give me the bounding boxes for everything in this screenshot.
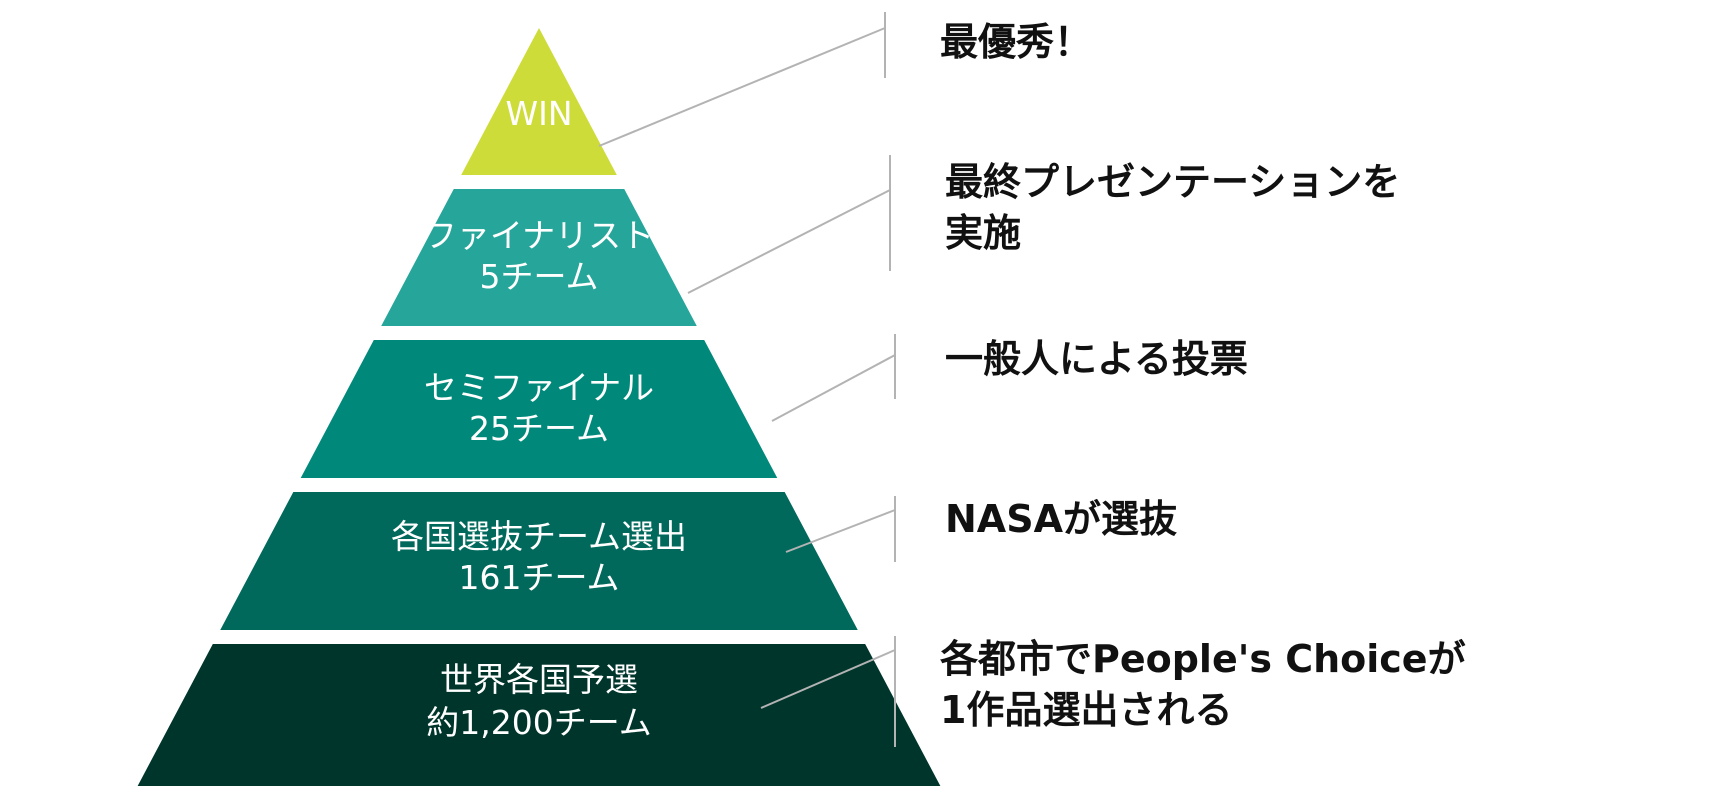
pyramid-tier-3-label-line-1: セミファイナル — [424, 368, 654, 407]
pyramid-tier-1 — [461, 28, 617, 175]
callout-5-text-line-1: 各都市でPeople's Choiceが — [940, 637, 1466, 681]
pyramid-tier-2-label-line-2: 5チーム — [479, 257, 598, 296]
callout-2-text-line-2: 実施 — [945, 211, 1021, 255]
callout-3-text-line-1: 一般人による投票 — [945, 337, 1248, 381]
pyramid-tier-1-label-line-1: WIN — [505, 94, 572, 133]
callout-5-text-line-2: 1作品選出される — [940, 688, 1232, 732]
callout-1-leader-line — [598, 27, 886, 147]
callout-2-text-line-1: 最終プレゼンテーションを — [945, 160, 1400, 204]
callout-1-text-line-1: 最優秀！ — [940, 20, 1092, 64]
callout-5-leader-line — [760, 649, 896, 709]
pyramid-tier-2 — [381, 189, 697, 326]
pyramid-tier-3 — [300, 340, 778, 478]
pyramid-tier-5-label-line-2: 約1,200チーム — [426, 703, 651, 742]
pyramid-tiers: WIN ファイナリスト5チームセミファイナル25チーム各国選抜チーム選出161チー… — [137, 28, 941, 786]
pyramid-tier-4-label-line-2: 161チーム — [459, 558, 620, 597]
callout-3-leader-line — [771, 354, 896, 422]
pyramid-tier-4-label-line-1: 各国選抜チーム選出 — [391, 517, 687, 556]
pyramid-tier-4 — [220, 492, 858, 630]
pyramid-tier-5-label-line-1: 世界各国予選 — [440, 660, 638, 699]
callout-4-leader-line — [785, 509, 896, 553]
pyramid-tier-5 — [137, 644, 941, 786]
callout-4-text-line-1: NASAが選抜 — [945, 497, 1177, 541]
callout-2-leader-line — [687, 189, 891, 294]
pyramid-tier-2-label-line-1: ファイナリスト — [424, 216, 654, 255]
pyramid-tier-3-label-line-2: 25チーム — [469, 409, 609, 448]
